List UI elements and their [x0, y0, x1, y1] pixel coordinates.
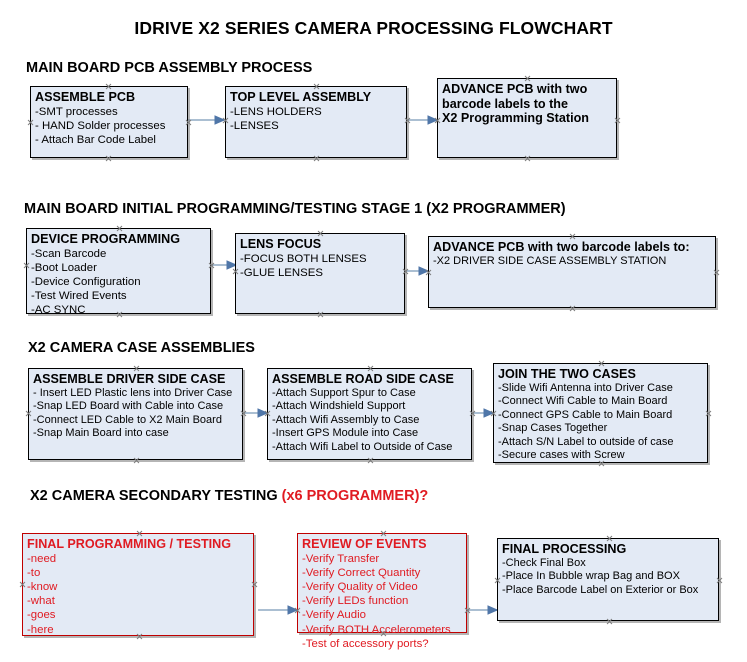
node-title: DEVICE PROGRAMMING — [31, 232, 181, 246]
section-heading-main-board-pcb-assembly-process: MAIN BOARD PCB ASSEMBLY PROCESS — [26, 60, 312, 76]
node-line: -Verify Transfer — [302, 552, 380, 565]
node-line: -Place In Bubble wrap Bag and BOX — [502, 570, 680, 583]
node-line: -GLUE LENSES — [240, 266, 323, 279]
node-advance-pcb-to-x2-programming-station[interactable]: ADVANCE PCB with two barcode labels to t… — [437, 78, 617, 158]
node-line: -need — [27, 552, 57, 565]
node-line: -Snap Cases Together — [498, 422, 608, 435]
section-heading-text: MAIN BOARD PCB ASSEMBLY PROCESS — [26, 60, 313, 76]
node-title: TOP LEVEL ASSEMBLY — [230, 90, 372, 104]
page-title: IDRIVE X2 SERIES CAMERA PROCESSING FLOWC… — [134, 18, 613, 38]
node-line: -to — [27, 566, 41, 579]
node-line: -Secure cases with Screw — [498, 449, 625, 462]
node-top-level-assembly[interactable]: TOP LEVEL ASSEMBLY -LENS HOLDERS -LENSES — [225, 86, 407, 158]
node-title: FINAL PROGRAMMING / TESTING — [27, 537, 232, 551]
node-line: -Boot Loader — [31, 261, 97, 274]
node-line: -what — [27, 595, 55, 608]
section-heading-main-board-initial-programming-testing-stage-1: MAIN BOARD INITIAL PROGRAMMING/TESTING S… — [24, 201, 566, 217]
node-line: -Verify Audio — [302, 609, 366, 622]
node-line: -here — [27, 623, 54, 636]
node-assemble-pcb[interactable]: ASSEMBLE PCB -SMT processes - HAND Solde… — [30, 86, 188, 158]
node-join-the-two-cases[interactable]: JOIN THE TWO CASES -Slide Wifi Antenna i… — [493, 363, 708, 463]
node-final-programming-testing[interactable]: FINAL PROGRAMMING / TESTING -need -to -k… — [22, 533, 254, 636]
node-line: -Attach Wifi Label to Outside of Case — [272, 440, 453, 453]
section-heading-text: X2 CAMERA SECONDARY TESTING — [30, 488, 282, 504]
section-heading-text: MAIN BOARD INITIAL PROGRAMMING/TESTING S… — [24, 201, 566, 217]
node-title: LENS FOCUS — [240, 237, 322, 251]
node-line: -Connect Wifi Cable to Main Board — [498, 395, 668, 408]
node-line: -FOCUS BOTH LENSES — [240, 252, 367, 265]
node-final-processing[interactable]: FINAL PROCESSING -Check Final Box -Place… — [497, 538, 719, 621]
node-review-of-events[interactable]: REVIEW OF EVENTS -Verify Transfer -Verif… — [297, 533, 467, 650]
node-line: -Attach Support Spur to Case — [272, 386, 416, 399]
node-assemble-driver-side-case[interactable]: ASSEMBLE DRIVER SIDE CASE - Insert LED P… — [28, 368, 243, 460]
node-line: -Attach Wifi Assembly to Case — [272, 413, 420, 426]
node-line: -Attach S/N Label to outside of case — [498, 435, 674, 448]
section-heading-x2-camera-case-assemblies: X2 CAMERA CASE ASSEMBLIES — [28, 340, 255, 356]
node-line: -Place Barcode Label on Exterior or Box — [502, 583, 699, 596]
node-device-programming[interactable]: DEVICE PROGRAMMING -Scan Barcode -Boot L… — [26, 228, 211, 317]
node-title: ASSEMBLE PCB — [35, 90, 136, 104]
node-line: -Verify LEDs function — [302, 595, 409, 608]
node-line: -Connect LED Cable to X2 Main Board — [33, 413, 222, 426]
node-assemble-road-side-case[interactable]: ASSEMBLE ROAD SIDE CASE -Attach Support … — [267, 368, 472, 460]
node-line: -Verify Correct Quantity — [302, 566, 421, 579]
node-line: -Snap LED Board with Cable into Case — [33, 400, 224, 413]
node-line: -LENS HOLDERS — [230, 105, 322, 118]
node-title: ADVANCE PCB with two barcode labels to: — [433, 240, 690, 254]
node-title: JOIN THE TWO CASES — [498, 367, 636, 381]
node-line: -Attach Windshield Support — [272, 400, 406, 413]
section-heading-accent: (x6 PROGRAMMER)? — [281, 488, 429, 504]
node-line: -goes — [27, 609, 56, 622]
node-line: -Test Wired Events — [31, 290, 127, 303]
node-line: -Slide Wifi Antenna into Driver Case — [498, 381, 673, 394]
node-line-overflow: -Test of accessory ports? — [302, 637, 429, 650]
node-line: - HAND Solder processes — [35, 119, 166, 132]
node-line: -AC SYNC — [31, 304, 86, 317]
node-line: -Device Configuration — [31, 275, 141, 288]
node-title-line: barcode labels to the — [442, 96, 568, 111]
node-title: ASSEMBLE DRIVER SIDE CASE — [33, 372, 226, 386]
node-line: -Connect GPS Cable to Main Board — [498, 408, 673, 421]
node-line: -LENSES — [230, 119, 279, 132]
node-line: -Check Final Box — [502, 556, 586, 569]
node-line: -Scan Barcode — [31, 247, 107, 260]
node-title-line: X2 Programming Station — [442, 111, 589, 125]
node-advance-pcb-to-driver-side-case-assembly[interactable]: ADVANCE PCB with two barcode labels to: … — [428, 236, 716, 308]
node-title: REVIEW OF EVENTS — [302, 537, 427, 551]
node-line: -Verify BOTH Accelerometers — [302, 623, 451, 636]
node-title: ASSEMBLE ROAD SIDE CASE — [272, 372, 454, 386]
section-heading-text: X2 CAMERA CASE ASSEMBLIES — [28, 340, 255, 356]
node-line: -Snap Main Board into case — [33, 427, 169, 440]
node-line: -X2 DRIVER SIDE CASE ASSEMBLY STATION — [433, 254, 667, 267]
node-title: ADVANCE PCB with two — [442, 82, 588, 96]
node-line: -Insert GPS Module into Case — [272, 427, 419, 440]
node-line: -SMT processes — [35, 105, 118, 118]
section-heading-x2-camera-secondary-testing: X2 CAMERA SECONDARY TESTING (x6 PROGRAMM… — [30, 488, 428, 504]
node-line: - Attach Bar Code Label — [35, 133, 156, 146]
node-line: -know — [27, 580, 58, 593]
node-lens-focus[interactable]: LENS FOCUS -FOCUS BOTH LENSES -GLUE LENS… — [235, 233, 405, 314]
node-line: -Verify Quality of Video — [302, 580, 418, 593]
node-line: - Insert LED Plastic lens into Driver Ca… — [33, 386, 233, 399]
node-title: FINAL PROCESSING — [502, 542, 627, 556]
